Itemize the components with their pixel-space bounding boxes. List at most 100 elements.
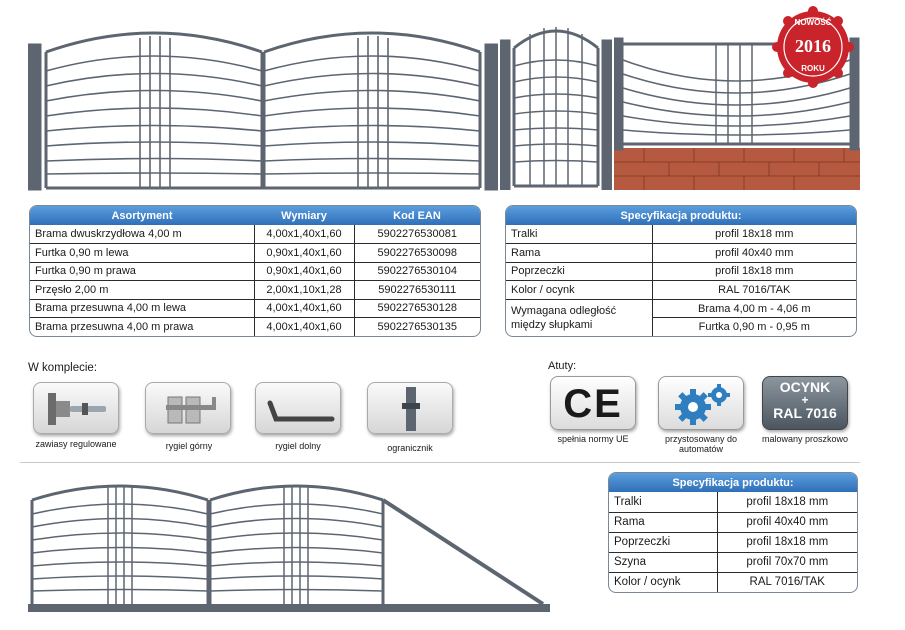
spec-label-distance: Wymagana odległość między słupkami	[506, 299, 652, 336]
distance-value-wicket: Furtka 0,90 m - 0,95 m	[698, 320, 810, 333]
cell-product: Brama przesuwna 4,00 m prawa	[35, 321, 194, 333]
table-row: Kolor / ocynk RAL 7016/TAK	[609, 572, 857, 592]
assortment-header-row: Asortyment Wymiary Kod EAN	[30, 206, 480, 225]
cell-product: Furtka 0,90 m lewa	[30, 243, 254, 263]
spec-value: profil 18x18 mm	[651, 262, 856, 281]
gears-icon	[675, 384, 730, 425]
rosette-icon	[772, 6, 854, 88]
cell-dimensions: 4,00x1,40x1,60	[253, 225, 354, 244]
hinge-icon	[48, 393, 106, 425]
double-gate-drawing	[28, 31, 498, 191]
cell-dimensions: 0,90x1,40x1,60	[253, 262, 354, 281]
lower-bolt-icon	[267, 400, 335, 422]
table-row: Brama przesuwna 4,00 m prawa 4,00x1,40x1,…	[30, 317, 480, 336]
new-product-badge: NOWOŚĆ 2016 ROKU	[770, 6, 856, 88]
cell-ean: 5902276530098	[353, 243, 480, 263]
accessory-stopper-label: ogranicznik	[387, 443, 433, 453]
included-title: W komplecie:	[28, 362, 98, 374]
spec-value: profil 40x40 mm	[716, 512, 857, 533]
distance-label-line-2: między słupkami	[511, 318, 593, 331]
accessory-upper-bolt-label: rygiel górny	[165, 441, 213, 451]
badge-top-text: NOWOŚĆ	[794, 18, 832, 27]
spec-value: RAL 7016/TAK	[716, 572, 857, 592]
badge-year: 2016	[795, 36, 831, 56]
spec-value: profil 18x18 mm	[716, 492, 857, 513]
section-divider	[20, 462, 860, 463]
accessory-upper-bolt	[145, 382, 231, 434]
table-row: Wymagana odległość między słupkami Brama…	[506, 299, 856, 336]
spec-value: RAL 7016/TAK	[651, 280, 856, 300]
coat-line-1: OCYNK	[779, 379, 831, 395]
coat-line-2: RAL 7016	[773, 405, 837, 421]
cell-ean: 5902276530128	[353, 299, 480, 318]
spec-value: profil 40x40 mm	[651, 243, 856, 263]
feature-coating-label: malowany proszkowo	[761, 434, 849, 444]
header-ean: Kod EAN	[354, 206, 480, 225]
ce-badge: CE	[550, 376, 636, 430]
cell-dimensions: 0,90x1,40x1,60	[253, 243, 354, 263]
cell-dimensions: 4,00x1,40x1,60	[253, 299, 354, 318]
header-assortment: Asortyment	[30, 206, 254, 225]
features-title: Atuty:	[548, 360, 577, 372]
distance-value-gate: Brama 4,00 m - 4,06 m	[652, 300, 856, 318]
spec-value-distance: Brama 4,00 m - 4,06 m Furtka 0,90 m - 0,…	[651, 299, 856, 336]
accessory-stopper	[367, 382, 453, 434]
accessory-hinge	[33, 382, 119, 434]
accessory-lower-bolt	[255, 382, 341, 434]
upper-bolt-icon	[166, 396, 216, 424]
spec-label: Poprzeczki	[506, 262, 652, 281]
spec-label: Poprzeczki	[609, 532, 717, 553]
cell-ean: 5902276530111	[353, 280, 480, 300]
cell-product: Furtka 0,90 m prawa	[30, 262, 254, 281]
cell-ean: 5902276530135	[353, 317, 480, 336]
cell-product: Brama przesuwna 4,00 m lewa	[30, 299, 254, 318]
cell-ean: 5902276530081	[353, 225, 480, 244]
accessory-hinge-label: zawiasy regulowane	[35, 439, 117, 449]
automation-badge	[658, 376, 744, 430]
coat-plus: +	[801, 393, 809, 407]
spec-label: Szyna	[609, 552, 717, 573]
spec-label: Tralki	[609, 492, 717, 513]
assortment-table: Asortyment Wymiary Kod EAN Brama dwuskrz…	[29, 205, 481, 337]
feature-automation-label-1: przystosowany do	[664, 434, 738, 444]
spec-label: Rama	[506, 243, 652, 263]
spec-label: Kolor / ocynk	[614, 576, 681, 589]
spec-value: profil 18x18 mm	[651, 225, 856, 244]
cell-product: Przęsło 2,00 m	[30, 280, 254, 300]
spec-label: Kolor / ocynk	[506, 280, 652, 300]
wicket-gate-drawing	[500, 27, 612, 190]
stopper-icon	[402, 387, 420, 431]
cell-dimensions: 4,00x1,40x1,60	[253, 317, 354, 336]
spec-label: Tralki	[506, 225, 652, 244]
sliding-gate-drawing	[28, 484, 550, 612]
spec-header: Specyfikacja produktu:	[506, 206, 856, 225]
header-dimensions: Wymiary	[254, 206, 354, 225]
spec-label: Rama	[609, 512, 717, 533]
cell-product: Brama dwuskrzydłowa 4,00 m	[30, 225, 254, 244]
ce-mark-icon: CE	[563, 382, 623, 426]
feature-ce-label: spełnia normy UE	[557, 434, 629, 444]
spec-value: profil 18x18 mm	[716, 532, 857, 553]
spec-value: profil 70x70 mm	[716, 552, 857, 573]
coating-badge: OCYNK + RAL 7016	[762, 376, 848, 430]
spec-header: Specyfikacja produktu:	[609, 473, 857, 492]
cell-ean: 5902276530104	[353, 262, 480, 281]
distance-label-line-1: Wymagana odległość	[511, 304, 617, 317]
feature-automation-label-2: automatów	[678, 444, 724, 454]
badge-bottom-text: ROKU	[801, 64, 825, 73]
